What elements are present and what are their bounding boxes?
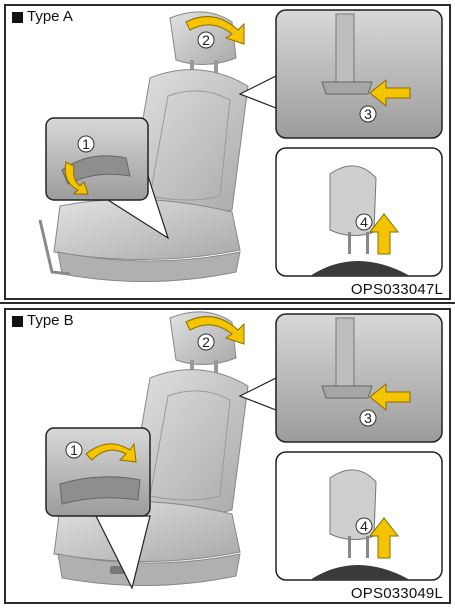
step-4-label: 4 [360, 214, 368, 230]
type-label: Type A [12, 8, 73, 26]
type-a-panel: 1 2 3 4 [0, 0, 455, 304]
callout-headrest-lift: 4 [276, 148, 442, 276]
callout-headrest-lift: 4 [276, 452, 442, 580]
type-label-text: Type B [27, 312, 74, 330]
step-1-label: 1 [82, 136, 90, 152]
type-b-illustration: 1 2 3 4 [0, 304, 455, 608]
step-3-label: 3 [364, 106, 372, 122]
type-a-illustration: 1 2 3 4 [0, 0, 455, 304]
step-4-label: 4 [360, 518, 368, 534]
type-label-text: Type A [27, 8, 73, 26]
step-1-label: 1 [70, 442, 78, 458]
type-label: Type B [12, 312, 74, 330]
bullet-square-icon [12, 12, 23, 23]
callout-release-button: 3 [276, 10, 442, 138]
callout-release-button: 3 [276, 314, 442, 442]
figure-code: OPS033049L [351, 585, 443, 602]
step-3-label: 3 [364, 410, 372, 426]
figure-code: OPS033047L [351, 281, 443, 298]
type-b-panel: 1 2 3 4 Ty [0, 304, 455, 608]
step-2-label: 2 [202, 32, 210, 48]
step-2-label: 2 [202, 334, 210, 350]
bullet-square-icon [12, 316, 23, 327]
